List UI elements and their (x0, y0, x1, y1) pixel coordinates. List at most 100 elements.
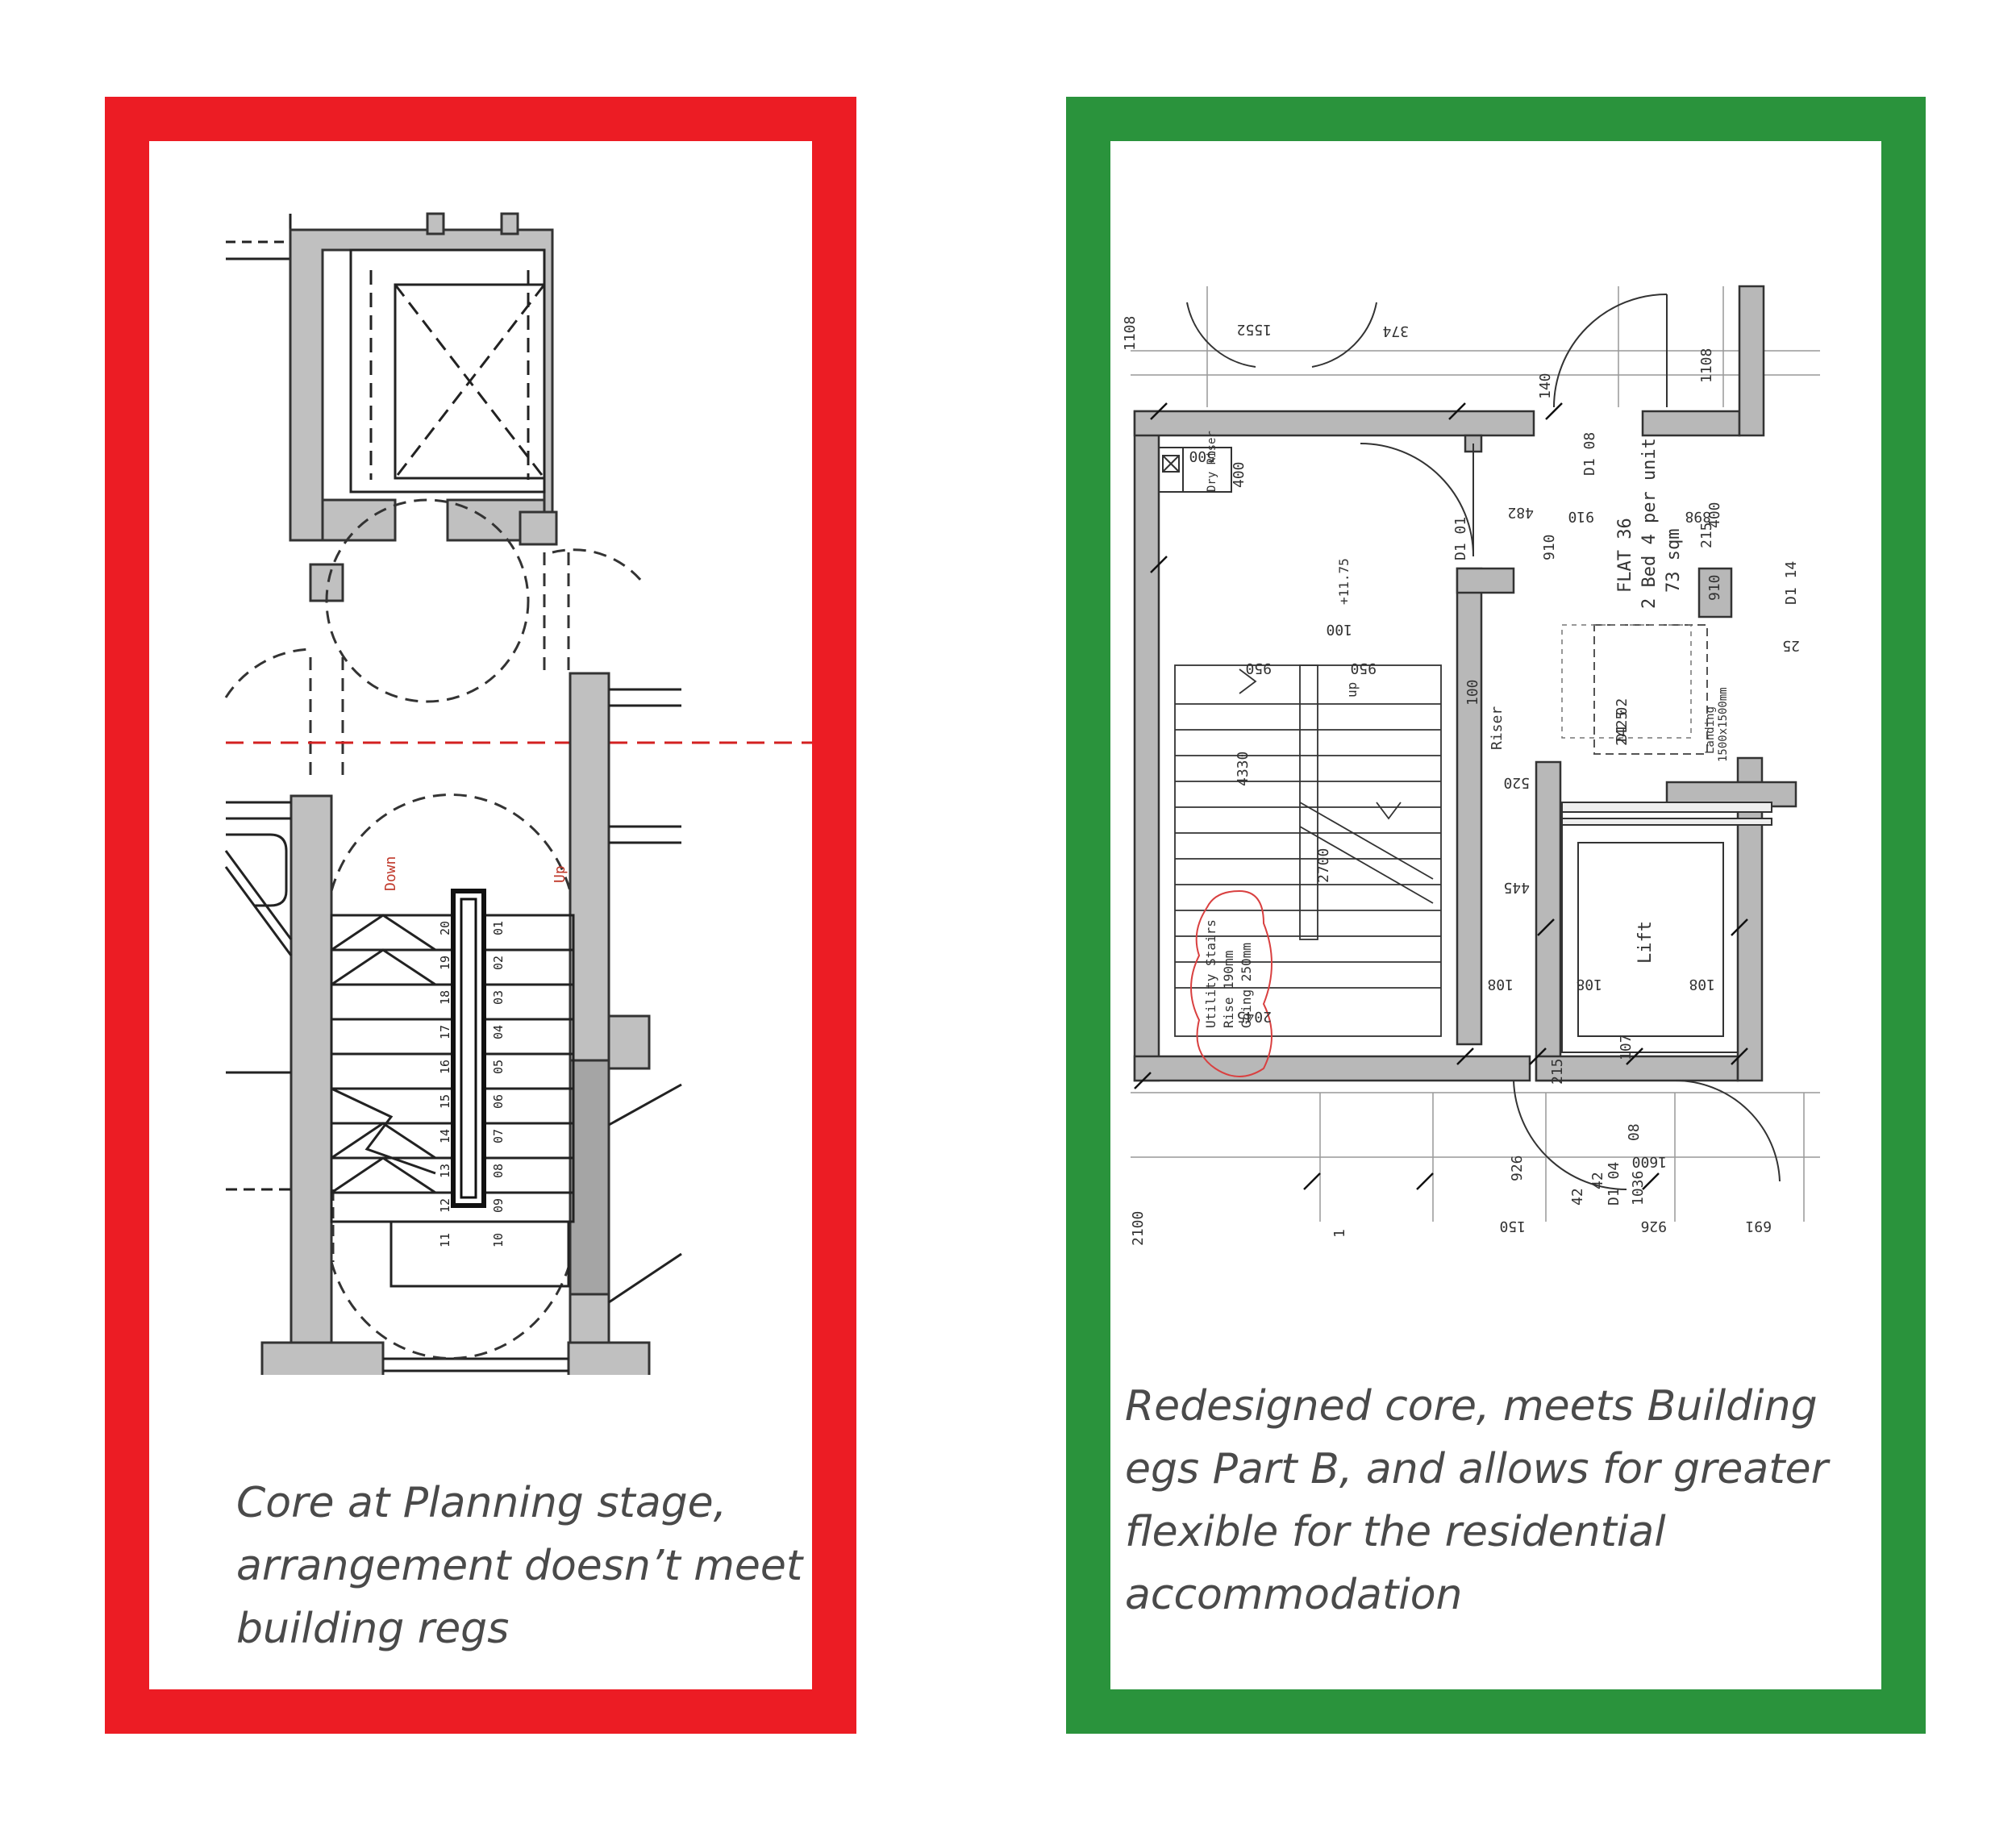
revision-cloud (1190, 889, 1272, 1077)
dimension-label: 100 (1464, 679, 1481, 706)
door-d108: D1 08 (1581, 432, 1598, 476)
caption-line: flexible for the residential (1125, 1508, 1666, 1556)
door-d101: D1 01 (1452, 517, 1469, 560)
lift-car (349, 248, 546, 494)
step-number: 02 (491, 956, 506, 970)
dimension-label: 1108 (1698, 348, 1715, 383)
dimension-label: 2045 (1237, 1008, 1272, 1025)
dimension-label: 25 (1782, 637, 1800, 654)
core-walls (1133, 285, 1797, 1082)
dimension-label: 4330 (1235, 752, 1252, 786)
dimension-label: 898 (1685, 508, 1711, 525)
stair-down-label: Down (382, 856, 399, 891)
dimension-label: 2425 (1614, 711, 1631, 746)
dimension-label: 926 (1509, 1155, 1526, 1181)
dimension-label: 100 (1326, 621, 1352, 638)
dimension-label: 1600 (1632, 1153, 1667, 1170)
panel-planning-core: Down Up 20 19 18 17 16 15 14 13 12 11 01 02 03 04 05 0… (105, 97, 856, 1734)
step-number: 13 (438, 1164, 452, 1178)
utility-stair (1174, 664, 1442, 1037)
caption-line: Redesigned core, meets Building (1125, 1382, 1818, 1431)
step-number: 07 (491, 1129, 506, 1143)
flat-label: FLAT 36 (1615, 518, 1635, 593)
lift-core-walls (289, 212, 558, 602)
dimension-label: 400 (1706, 502, 1723, 528)
rise-label: Rise 190mm (1221, 951, 1236, 1028)
turning-circle (325, 498, 530, 703)
dimension-label: 1552 (1237, 321, 1272, 338)
stair-walls (260, 672, 651, 1375)
dimension-label: 107 (1618, 1034, 1635, 1060)
landing-zone (1593, 624, 1708, 755)
door-d104: D1 04 (1606, 1162, 1622, 1206)
caption-line: arrangement doesn’t meet (236, 1542, 803, 1590)
utility-stairs-label: Utility Stairs (1203, 919, 1218, 1028)
step-number: 14 (438, 1129, 452, 1143)
dimension-label: 140 (1537, 373, 1554, 399)
step-number: 01 (491, 921, 506, 935)
dimension-label: 215 (1549, 1058, 1566, 1085)
dimension-label: 2700 (1315, 848, 1332, 883)
step-number: 15 (438, 1094, 452, 1109)
dimension-label: 950 (1350, 660, 1377, 677)
dimension-label: 1 (1331, 1229, 1348, 1238)
step-number: 20 (438, 921, 452, 935)
step-number: 11 (438, 1233, 452, 1247)
dimension-label: 926 (1640, 1218, 1667, 1235)
dimension-label: 42 (1589, 1172, 1606, 1189)
step-number: 09 (491, 1198, 506, 1213)
step-number: 10 (491, 1233, 506, 1247)
lift-label: Lift (1635, 921, 1656, 964)
dimension-label: 400 (1231, 461, 1248, 488)
step-number: 18 (438, 990, 452, 1005)
dimension-label: 08 (1626, 1123, 1643, 1141)
dimension-label: 108 (1487, 976, 1514, 993)
lift-shaft (1561, 802, 1772, 1053)
step-number: 17 (438, 1025, 452, 1039)
step-number: 16 (438, 1060, 452, 1074)
dimension-label: 108 (1689, 976, 1715, 993)
dimension-label: 520 (1503, 774, 1530, 791)
stair-handrail (451, 889, 486, 1208)
step-number: 04 (491, 1025, 506, 1039)
dimension-label: 950 (1245, 660, 1272, 677)
step-number: 19 (438, 956, 452, 970)
caption-line: building regs (236, 1605, 510, 1653)
panel-redesigned-core: FLAT 36 2 Bed 4 per unit 73 sqm Lift Ris… (1066, 97, 1926, 1734)
step-number: 03 (491, 990, 506, 1005)
going-label: Going 250mm (1239, 943, 1254, 1028)
dimension-label: 445 (1503, 879, 1530, 896)
dimension-label: 42 (1569, 1188, 1586, 1206)
dimension-label: 482 (1507, 504, 1534, 521)
landing-size-label: 1500x1500mm (1717, 687, 1730, 762)
level-label: +11.75 (1336, 558, 1352, 605)
stair-up-label: up (1344, 682, 1360, 698)
dimension-label: 500 (1189, 448, 1215, 464)
stair-up-label: Up (552, 865, 569, 883)
caption-line: Core at Planning stage, (236, 1479, 727, 1527)
dimension-label: 910 (1568, 508, 1594, 525)
door-d102: D1 02 (1614, 698, 1631, 742)
step-number: 12 (438, 1198, 452, 1213)
door-d114: D1 14 (1783, 561, 1800, 605)
redesign-caption: Redesigned core, meets Building egs Part… (1125, 1375, 1828, 1626)
area-label: 73 sqm (1664, 529, 1684, 593)
dimension-label: 215 (1698, 522, 1715, 548)
dimension-label: 150 (1499, 1218, 1526, 1235)
dimension-label: 108 (1576, 976, 1602, 993)
dimension-label: 910 (1541, 534, 1558, 560)
dimension-label: 691 (1745, 1218, 1772, 1235)
planning-caption: Core at Planning stage, arrangement does… (236, 1472, 802, 1660)
step-number: 05 (491, 1060, 506, 1074)
dimension-label: 374 (1382, 323, 1409, 339)
caption-line: accommodation (1125, 1571, 1463, 1619)
dimension-label: 910 (1706, 574, 1723, 601)
dimension-label: 1036 (1630, 1171, 1647, 1206)
bed-label: 2 Bed 4 per unit (1639, 438, 1660, 609)
riser-label: Riser (1489, 706, 1506, 750)
step-number: 06 (491, 1094, 506, 1109)
redesigned-core-plan: FLAT 36 2 Bed 4 per unit 73 sqm Lift Ris… (1122, 285, 1820, 1246)
dimension-label: 2100 (1130, 1211, 1147, 1246)
landing-label: Landing (1704, 706, 1717, 754)
planning-core-plan: Down Up 20 19 18 17 16 15 14 13 12 11 01 02 03 04 05 0… (224, 212, 812, 1375)
